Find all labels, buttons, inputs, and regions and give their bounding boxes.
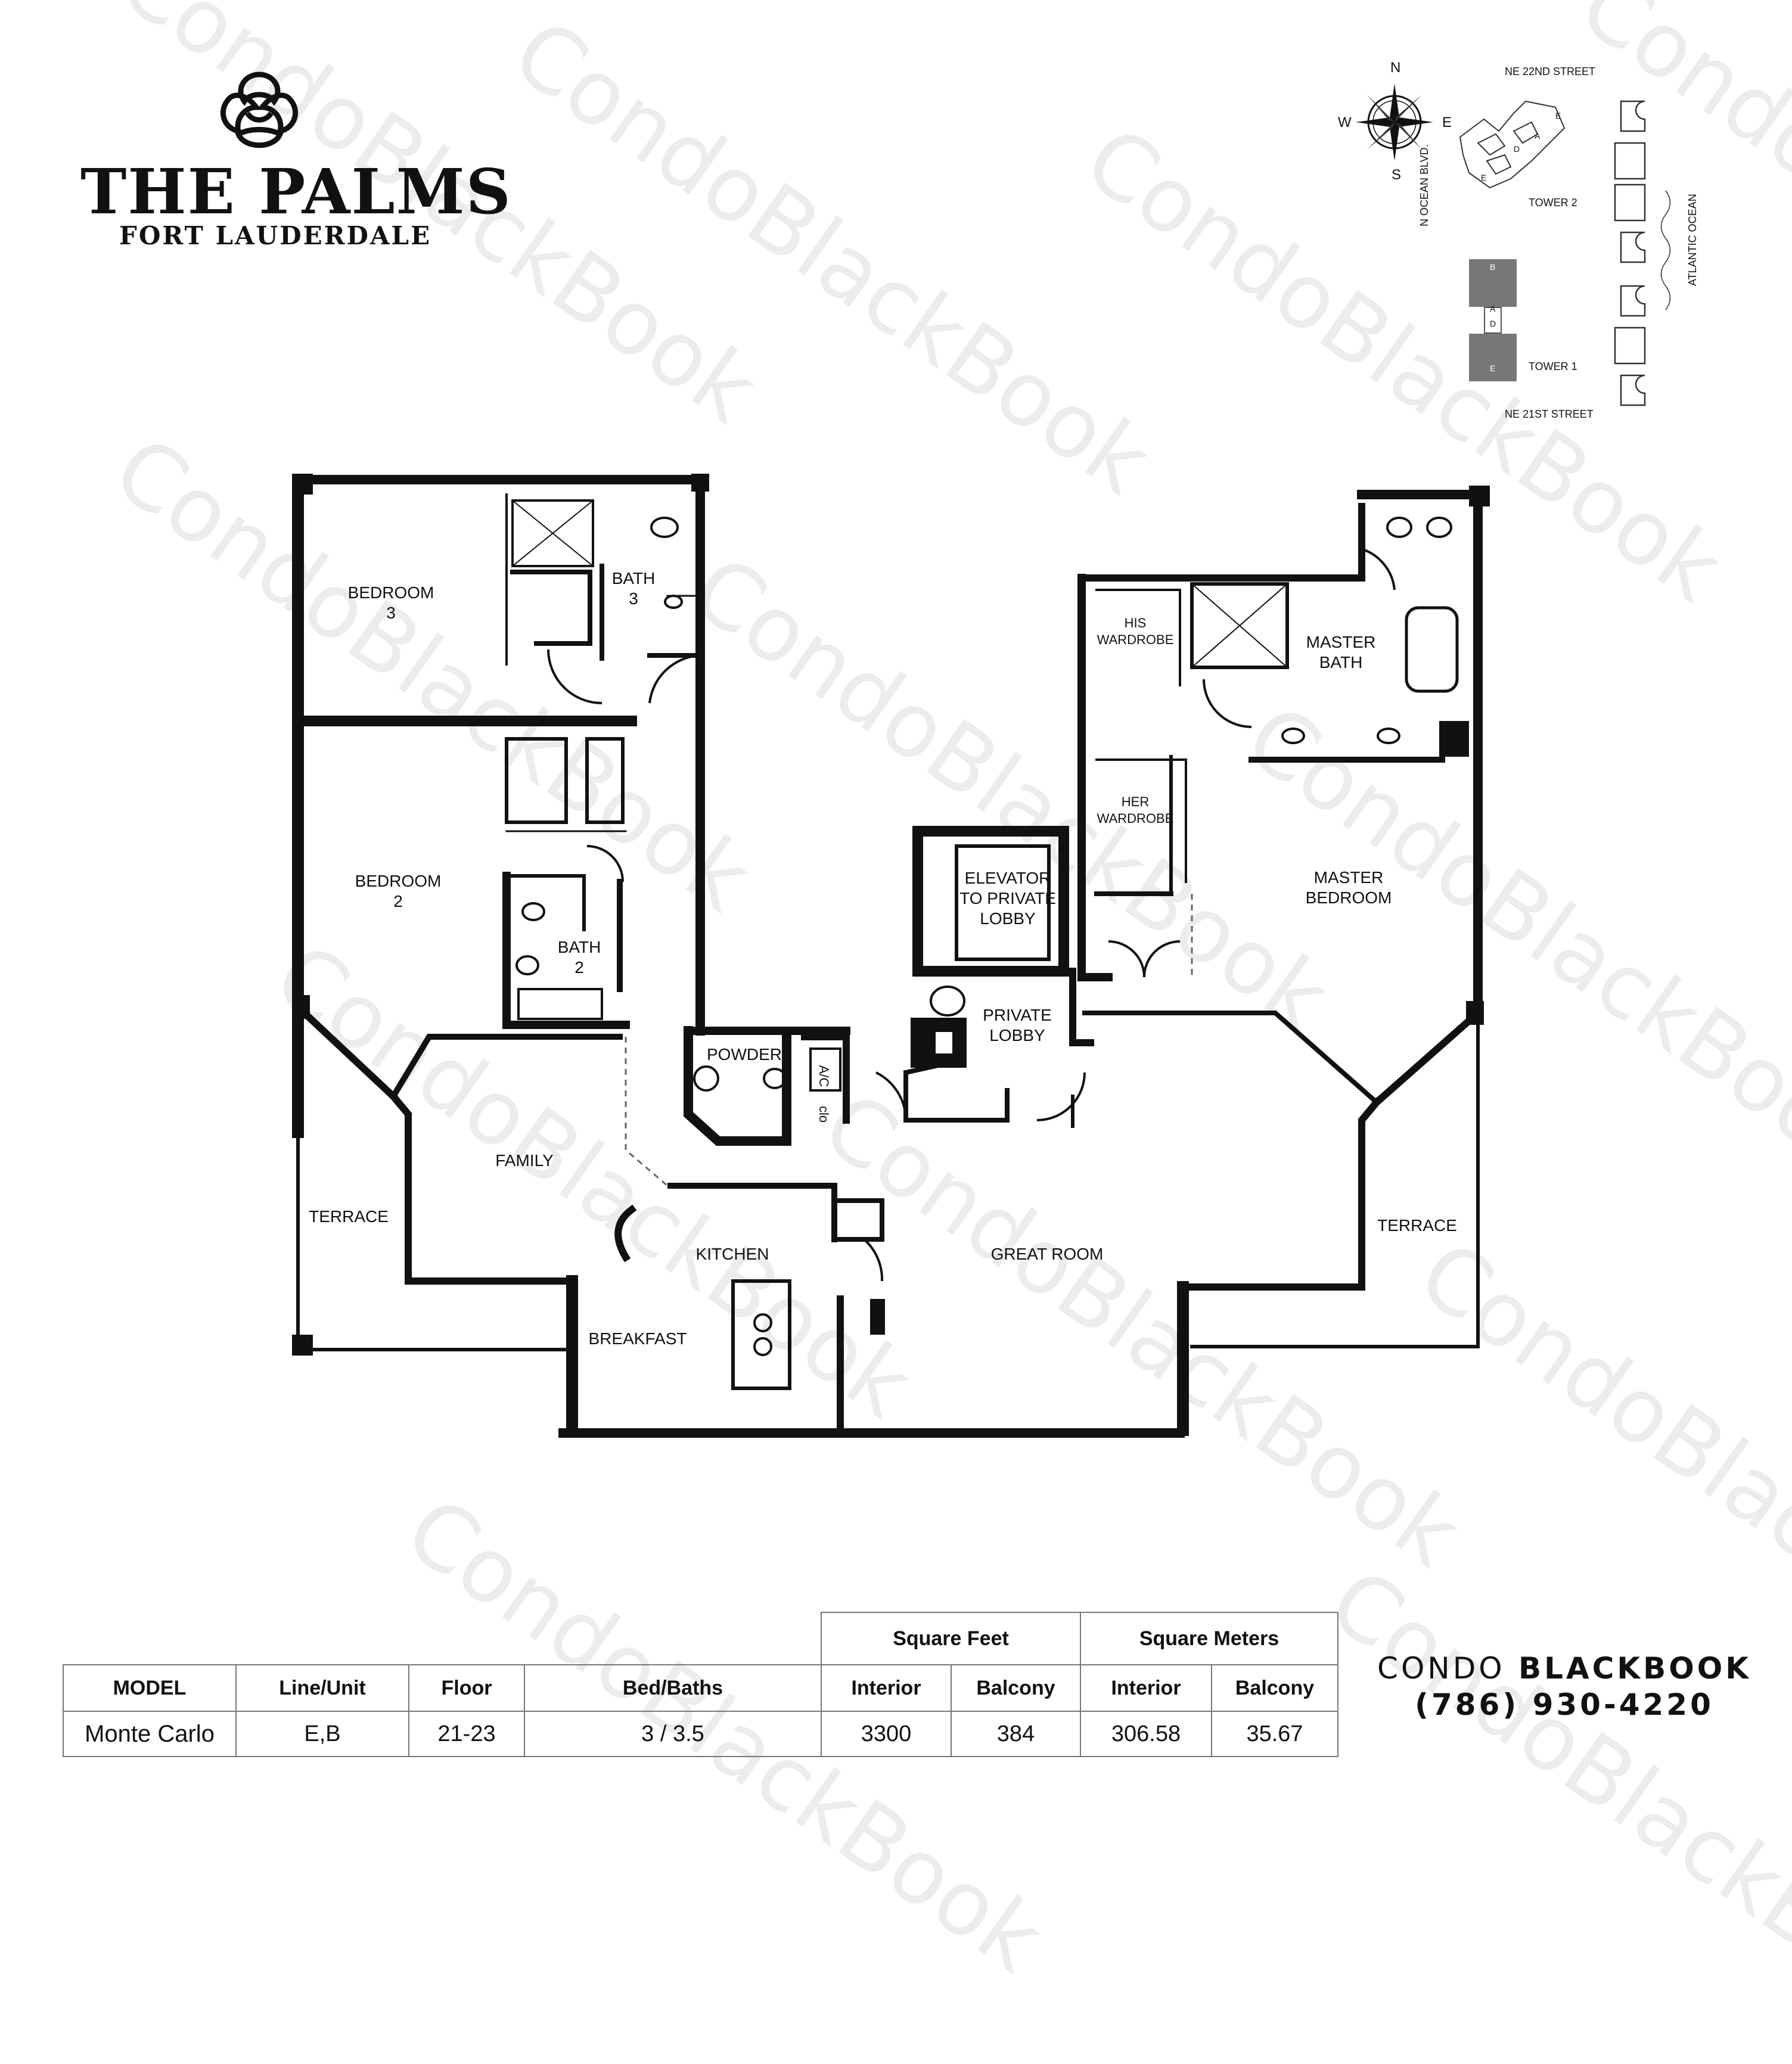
phone-number[interactable]: (786) 930-4220 (1415, 1687, 1714, 1722)
tower-1-letter: D (1490, 319, 1496, 328)
cell-sqm-interior: 306.58 (1080, 1711, 1212, 1757)
room-elevator: ELEVATOR TO PRIVATE LOBBY (959, 869, 1056, 928)
brand-subtitle: FORT LAUDERDALE (119, 221, 432, 250)
tower-2-plan (1459, 100, 1566, 189)
brand-title: THE PALMS (80, 155, 512, 228)
watermark: CondoBlackBook (1311, 1549, 1792, 2064)
compass-south: S (1392, 167, 1402, 183)
cell-sqft-balcony: 384 (951, 1711, 1081, 1757)
room-master-bedroom: MASTER BEDROOM (1305, 868, 1392, 907)
room-powder: POWDER (707, 1045, 782, 1064)
tower-1-letter: A (1490, 304, 1496, 313)
room-her-wardrobe: HER WARDROBE (1097, 794, 1174, 826)
tower-2-letter: E (1555, 111, 1561, 120)
room-bedroom-2: BEDROOM 2 (355, 872, 442, 910)
col-header-bed-baths: Bed/Baths (524, 1664, 822, 1712)
room-bath-3: BATH 3 (611, 569, 656, 608)
cell-bed-baths: 3 / 3.5 (524, 1711, 822, 1757)
room-kitchen: KITCHEN (695, 1245, 769, 1263)
room-closet: clo (816, 1105, 831, 1123)
group-header-sqft: Square Feet (821, 1612, 1081, 1665)
tower-2-letter: E (1481, 173, 1487, 182)
tower-1-letter: B (1490, 262, 1496, 272)
room-master-bath: MASTER BATH (1306, 633, 1376, 672)
room-terrace-right: TERRACE (1377, 1216, 1457, 1235)
room-family: FAMILY (495, 1151, 554, 1170)
compass-rose-icon (1356, 83, 1433, 161)
tower-2-letter: D (1514, 144, 1520, 154)
tower-1-label: TOWER 1 (1529, 360, 1577, 372)
col-header-sqft-interior: Interior (821, 1664, 952, 1712)
col-header-line-unit: Line/Unit (235, 1664, 409, 1712)
room-terrace-left: TERRACE (309, 1207, 389, 1226)
cell-model: Monte Carlo (63, 1711, 237, 1757)
col-header-model: MODEL (63, 1664, 237, 1712)
tower-1-plan (1463, 259, 1523, 381)
room-bath-2: BATH 2 (557, 938, 601, 977)
room-breakfast: BREAKFAST (588, 1329, 687, 1348)
col-header-sqm-balcony: Balcony (1211, 1664, 1338, 1712)
tower-2-letter: A (1535, 131, 1541, 141)
cell-sqm-balcony: 35.67 (1211, 1711, 1338, 1757)
room-his-wardrobe: HIS WARDROBE (1097, 616, 1174, 647)
room-great-room: GREAT ROOM (990, 1245, 1104, 1263)
col-header-sqft-balcony: Balcony (951, 1664, 1081, 1712)
compass-west: W (1338, 114, 1352, 130)
tower-2-label: TOWER 2 (1529, 197, 1577, 209)
room-private-lobby: PRIVATE LOBBY (983, 1006, 1052, 1045)
brand-blackbook: BLACKBOOK (1518, 1651, 1751, 1686)
street-bottom: NE 21ST STREET (1505, 408, 1594, 420)
group-header-sqm: Square Meters (1080, 1612, 1338, 1665)
cell-sqft-interior: 3300 (821, 1711, 952, 1757)
contact-block: CONDO BLACKBOOK (786) 930-4220 (1362, 1650, 1767, 1723)
beachfront-units (1614, 100, 1671, 406)
col-header-sqm-interior: Interior (1080, 1664, 1212, 1712)
compass-north: N (1390, 60, 1401, 76)
room-ac: A/C (816, 1065, 831, 1087)
palm-flower-icon (220, 72, 299, 148)
logo: THE PALMS FORT LAUDERDALE (77, 60, 511, 256)
key-plan: N S W E NE 22ND STREET NE 21ST STREET N … (1329, 54, 1710, 429)
street-top: NE 22ND STREET (1505, 66, 1596, 77)
room-bedroom-3: BEDROOM 3 (347, 583, 434, 622)
col-header-floor: Floor (408, 1664, 525, 1712)
brand-condo: CONDO (1377, 1651, 1505, 1686)
cell-line-unit: E,B (235, 1711, 409, 1757)
compass-east: E (1442, 114, 1452, 130)
tower-1-letter: E (1490, 363, 1496, 373)
floor-plan (292, 474, 1490, 1438)
cell-floor: 21-23 (408, 1711, 525, 1757)
